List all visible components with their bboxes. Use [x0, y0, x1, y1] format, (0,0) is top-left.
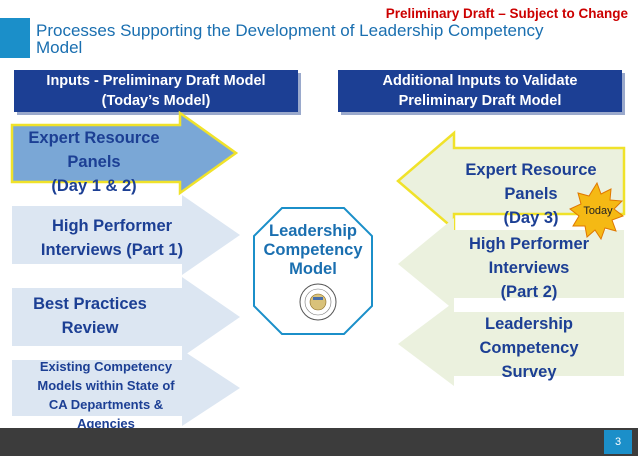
- label-line: Best Practices: [33, 295, 147, 313]
- left-column-header: Inputs - Preliminary Draft Model (Today’…: [14, 70, 298, 112]
- label-existing-models: Existing Competency Models within State …: [16, 357, 196, 433]
- label-line: Survey: [501, 363, 557, 381]
- today-badge: Today: [583, 205, 613, 217]
- center-model-octagon: [253, 207, 373, 335]
- arrow-leadership-survey: [398, 302, 624, 386]
- label-expert-panels-day3: Expert Resource Panels (Day 3): [456, 158, 606, 230]
- title-accent-bar: [0, 18, 30, 58]
- draft-notice: Preliminary Draft – Subject to Change: [385, 6, 628, 21]
- label-line: Competency: [479, 339, 579, 357]
- center-line: Leadership: [268, 222, 358, 240]
- label-line: Models within State of: [37, 378, 175, 393]
- arrow-expert-panels-day1-2: [10, 110, 239, 196]
- label-line: Expert Resource: [465, 161, 597, 179]
- page-title-line2: Model: [36, 38, 83, 57]
- page-title-line1: Processes Supporting the Development of …: [36, 21, 544, 40]
- page-number: 3: [604, 430, 632, 454]
- footer-bar: 3: [0, 428, 638, 456]
- label-high-performer-part2: High Performer Interviews (Part 2): [454, 232, 604, 304]
- arrow-existing-models: [12, 350, 240, 426]
- arrow-high-performer-part2: [398, 218, 624, 310]
- left-header-line2: (Today’s Model): [101, 93, 211, 109]
- state-seal-icon: [299, 283, 337, 321]
- label-line: Interviews: [488, 259, 570, 277]
- left-header-line1: Inputs - Preliminary Draft Model: [46, 73, 266, 89]
- label-best-practices: Best Practices Review: [20, 292, 160, 340]
- label-line: Leadership: [484, 315, 574, 333]
- right-header-line2: Preliminary Draft Model: [398, 93, 562, 109]
- label-line: (Day 3): [503, 209, 559, 227]
- label-line: High Performer: [468, 235, 590, 253]
- today-starburst-icon: [569, 181, 625, 241]
- label-line: Panels: [67, 153, 121, 171]
- center-line: Model: [289, 260, 337, 278]
- arrow-high-performer-part1: [12, 195, 240, 275]
- label-leadership-survey: Leadership Competency Survey: [454, 312, 604, 384]
- center-model-label: Leadership Competency Model: [254, 222, 372, 279]
- label-line: Interviews (Part 1): [40, 241, 184, 259]
- label-line: Expert Resource: [28, 129, 160, 147]
- label-high-performer-part1: High Performer Interviews (Part 1): [22, 214, 202, 262]
- label-line: CA Departments &: [48, 397, 164, 412]
- label-line: (Part 2): [500, 283, 558, 301]
- label-line: Panels: [504, 185, 558, 203]
- label-line: Existing Competency: [39, 359, 173, 374]
- label-line: High Performer: [51, 217, 173, 235]
- label-line: Agencies: [77, 416, 135, 431]
- right-column-header: Additional Inputs to Validate Preliminar…: [338, 70, 622, 112]
- label-line: Review: [61, 319, 119, 337]
- label-line: (Day 1 & 2): [51, 177, 137, 195]
- right-header-line1: Additional Inputs to Validate: [382, 73, 578, 89]
- label-expert-panels-day1-2: Expert Resource Panels (Day 1 & 2): [14, 126, 174, 198]
- arrow-best-practices: [12, 277, 240, 357]
- center-line: Competency: [263, 241, 363, 259]
- page-title: Processes Supporting the Development of …: [36, 22, 596, 56]
